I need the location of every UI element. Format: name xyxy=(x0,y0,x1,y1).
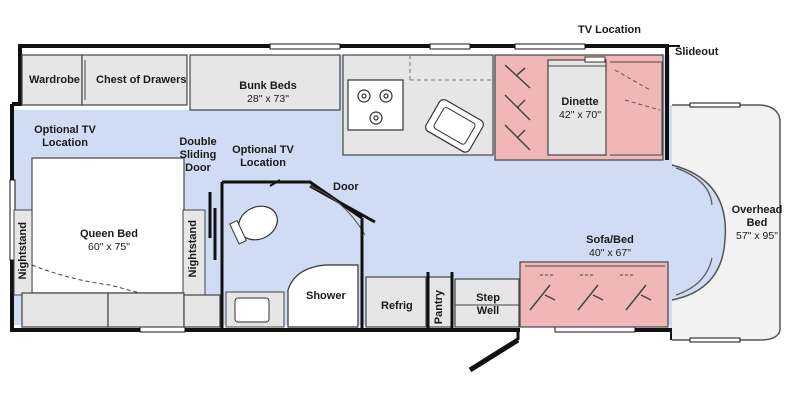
door-label: Door xyxy=(333,181,359,193)
nightstand-left-label: Nightstand xyxy=(17,222,29,280)
overhead-bed-line1: Overhead xyxy=(731,204,783,216)
tv-location-label: TV Location xyxy=(578,24,641,36)
slideout-label: Slideout xyxy=(675,46,719,58)
overhead-bed-line2: Bed xyxy=(746,217,768,229)
queen-bed xyxy=(31,157,185,294)
optional-tv-1-line2: Location xyxy=(42,137,88,149)
stove xyxy=(347,79,404,131)
step-well-line1: Step xyxy=(476,292,500,304)
dinette-label: Dinette 42" x 70" xyxy=(545,96,615,122)
step-well-line2: Well xyxy=(476,305,500,317)
shower-stall xyxy=(287,264,359,328)
sofa-bed-label: Sofa/Bed 40" x 67" xyxy=(575,234,645,260)
optional-tv-location-1: Optional TV Location xyxy=(30,124,100,150)
bathroom-door xyxy=(309,184,376,224)
entry-door xyxy=(468,337,520,373)
bunk-beds-title: Bunk Beds xyxy=(239,80,297,92)
dinette-title: Dinette xyxy=(561,96,599,108)
wardrobe-label: Wardrobe xyxy=(29,74,80,86)
double-sliding-door-line1: Double xyxy=(179,136,217,148)
optional-tv-2-line1: Optional TV xyxy=(232,144,294,156)
step-well-label: Step Well xyxy=(470,292,506,318)
overhead-bed-label: Overhead Bed 57" x 95" xyxy=(726,204,788,243)
bunk-beds-label: Bunk Beds 28" x 73" xyxy=(228,80,308,106)
kitchen-sink xyxy=(425,99,484,153)
sofa-bed xyxy=(519,261,669,328)
refrig-label: Refrig xyxy=(381,300,413,312)
dinette-size: 42" x 70" xyxy=(559,109,601,121)
sofa-bed-title: Sofa/Bed xyxy=(586,234,634,246)
pantry-label: Pantry xyxy=(433,290,445,325)
chest-of-drawers-cabinet xyxy=(81,54,188,106)
overhead-bed-size: 57" x 95" xyxy=(736,230,778,242)
double-sliding-door-line2: Sliding xyxy=(179,149,217,161)
dinette-table xyxy=(547,59,607,156)
nightstand-right-label: Nightstand xyxy=(187,220,199,278)
wardrobe-cabinet xyxy=(21,54,83,106)
double-sliding-door-label: Double Sliding Door xyxy=(178,136,218,175)
bunk-beds xyxy=(189,54,341,111)
bathroom-sink xyxy=(234,297,270,323)
queen-bed-label: Queen Bed 60" x 75" xyxy=(72,228,146,254)
chest-of-drawers-label: Chest of Drawers xyxy=(96,74,187,86)
queen-bed-size: 60" x 75" xyxy=(88,241,130,253)
sofa-bed-size: 40" x 67" xyxy=(589,247,631,259)
bunk-beds-size: 28" x 73" xyxy=(247,93,289,105)
refrigerator xyxy=(365,276,427,328)
optional-tv-2-line2: Location xyxy=(240,157,286,169)
queen-bed-title: Queen Bed xyxy=(79,228,139,240)
step-well-box xyxy=(454,278,520,328)
shower-label: Shower xyxy=(306,290,346,302)
optional-tv-location-2: Optional TV Location xyxy=(228,144,298,170)
double-sliding-door-line3: Door xyxy=(185,162,211,174)
optional-tv-1-line1: Optional TV xyxy=(34,124,96,136)
toilet xyxy=(229,205,278,245)
